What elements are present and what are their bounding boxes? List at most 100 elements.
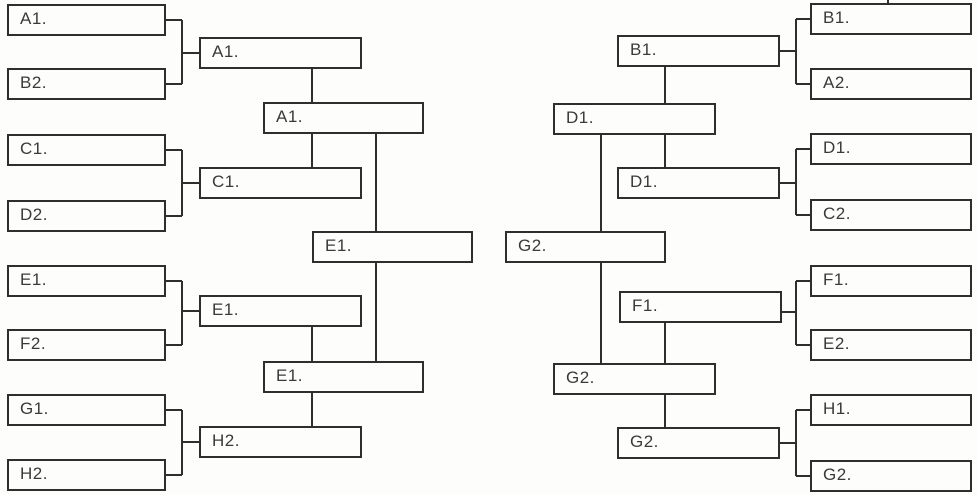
connector-line: [166, 474, 182, 476]
connector-line: [311, 134, 313, 167]
connector-line: [166, 149, 182, 151]
bracket-box-right-round1-g2: G2.: [810, 460, 972, 492]
bracket-box-left-round2-e1: E1.: [199, 295, 362, 327]
bracket-box-right-round3-g2: G2.: [553, 363, 716, 395]
bracket-box-label: D1.: [630, 172, 658, 191]
connector-line: [664, 135, 666, 167]
bracket-box-left-round1-d2: D2.: [7, 200, 166, 232]
connector-line: [796, 83, 810, 85]
connector-line: [166, 83, 182, 85]
bracket-box-label: G2.: [518, 236, 547, 255]
connector-line: [166, 215, 182, 217]
bracket-box-right-round1-d1: D1.: [810, 133, 972, 165]
bracket-box-right-round2-g2: G2.: [617, 427, 780, 459]
bracket-box-left-final-e1: E1.: [312, 231, 473, 263]
bracket-box-label: E2.: [823, 334, 851, 353]
bracket-box-right-round1-f1: F1.: [810, 265, 972, 297]
connector-line: [795, 410, 797, 476]
connector-line: [182, 52, 199, 54]
connector-line: [311, 69, 313, 102]
connector-line: [780, 182, 796, 184]
connector-line: [181, 281, 183, 345]
bracket-box-left-round3-e1: E1.: [263, 361, 424, 393]
bracket-box-label: G2.: [630, 432, 659, 451]
bracket-box-label: A1.: [20, 9, 48, 28]
bracket-box-label: G2.: [823, 465, 852, 484]
bracket-box-label: E1.: [276, 366, 304, 385]
connector-line: [664, 323, 666, 363]
bracket-box-label: E1.: [325, 236, 353, 255]
connector-line: [796, 344, 810, 346]
bracket-box-right-round1-a2: A2.: [810, 68, 972, 100]
bracket-box-label: G1.: [20, 399, 49, 418]
connector-line: [776, 311, 796, 313]
bracket-box-label: C1.: [212, 172, 240, 191]
bracket-box-right-round2-d1: D1.: [617, 167, 780, 199]
connector-line: [311, 327, 313, 361]
connector-line: [600, 135, 602, 231]
bracket-box-label: E1.: [20, 270, 48, 289]
connector-line: [796, 409, 810, 411]
connector-line: [796, 18, 810, 20]
bracket-box-label: D1.: [823, 138, 851, 157]
connector-line: [182, 182, 199, 184]
connector-line: [795, 281, 797, 345]
bracket-box-left-round1-c1: C1.: [7, 134, 166, 166]
connector-line: [780, 50, 796, 52]
connector-line: [600, 263, 602, 363]
connector-line: [375, 263, 377, 361]
bracket-box-left-round2-a1: A1.: [199, 37, 362, 69]
bracket-box-right-round1-c2: C2.: [810, 199, 972, 231]
bracket-box-left-round3-a1: A1.: [263, 102, 424, 134]
bracket-box-label: B2.: [20, 73, 48, 92]
bracket-box-right-round2-b1: B1.: [617, 35, 780, 67]
connector-line: [182, 441, 199, 443]
connector-line: [780, 442, 796, 444]
bracket-box-label: F1.: [632, 296, 659, 315]
connector-line: [166, 19, 182, 21]
bracket-box-right-round3-d1: D1.: [553, 103, 716, 135]
bracket-box-left-round1-f2: F2.: [7, 329, 166, 361]
bracket-box-label: H1.: [823, 399, 851, 418]
bracket-box-right-round1-h1: H1.: [810, 394, 972, 426]
bracket-box-label: A1.: [276, 107, 304, 126]
connector-line: [375, 134, 377, 231]
bracket-box-right-round2-f1: F1.: [619, 291, 782, 323]
bracket-box-label: C2.: [823, 204, 851, 223]
bracket-box-left-round2-c1: C1.: [199, 167, 362, 199]
connector-line: [166, 344, 182, 346]
connector-line: [664, 395, 666, 427]
bracket-box-right-final-g2: G2.: [505, 231, 666, 263]
bracket-box-label: A2.: [823, 73, 851, 92]
bracket-box-left-round1-a1: A1.: [7, 4, 166, 36]
bracket-box-right-round1-b1: B1.: [810, 3, 972, 35]
bracket-box-label: F2.: [20, 334, 47, 353]
bracket-box-label: B1.: [630, 40, 658, 59]
bracket-box-label: B1.: [823, 8, 851, 27]
connector-line: [795, 149, 797, 215]
bracket-box-label: G2.: [566, 368, 595, 387]
connector-line: [796, 475, 810, 477]
bracket-box-label: E1.: [212, 300, 240, 319]
connector-line: [182, 310, 199, 312]
bracket-box-left-round1-e1: E1.: [7, 265, 166, 297]
bracket-box-left-round1-g1: G1.: [7, 394, 166, 426]
bracket-box-label: D1.: [566, 108, 594, 127]
bracket-box-label: H2.: [212, 431, 240, 450]
bracket-box-left-round2-h2: H2.: [199, 426, 362, 458]
bracket-box-left-round1-h2: H2.: [7, 459, 166, 491]
bracket-box-left-round1-b2: B2.: [7, 68, 166, 100]
bracket-box-label: D2.: [20, 205, 48, 224]
bracket-box-label: H2.: [20, 464, 48, 483]
connector-line: [664, 67, 666, 103]
connector-line: [166, 409, 182, 411]
connector-line: [796, 214, 810, 216]
connector-line: [795, 19, 797, 84]
connector-line: [166, 280, 182, 282]
connector-line: [887, 0, 889, 4]
connector-line: [311, 393, 313, 426]
bracket-box-label: A1.: [212, 42, 240, 61]
bracket-box-label: F1.: [823, 270, 850, 289]
connector-line: [796, 280, 810, 282]
